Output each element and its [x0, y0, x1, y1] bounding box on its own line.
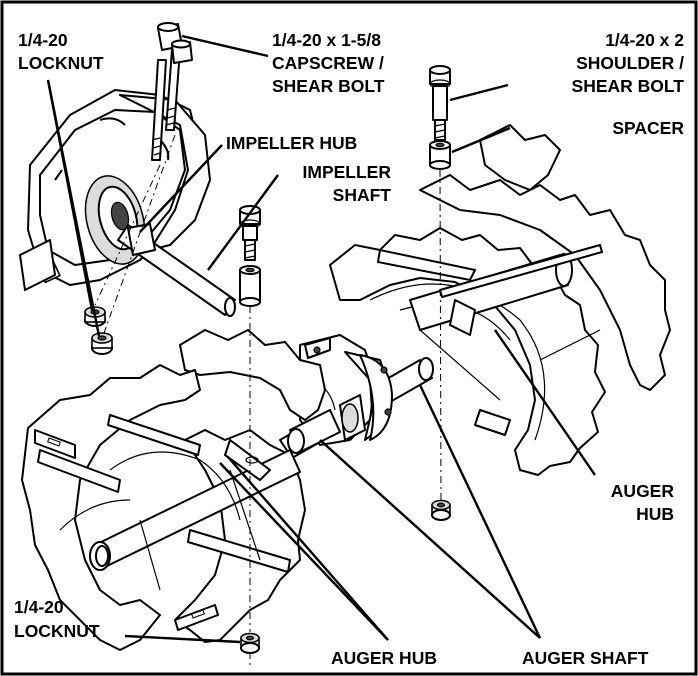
spacer-middle: [239, 265, 261, 307]
label-capscrew-line2: CAPSCREW /: [272, 53, 384, 73]
label-locknut-top-line2: LOCKNUT: [18, 53, 104, 73]
label-shoulder-line1: 1/4-20 x 2: [605, 30, 684, 50]
locknut-right: [431, 499, 451, 521]
label-shoulder-line3: SHEAR BOLT: [572, 76, 685, 96]
label-auger-hub-bottom: AUGER HUB: [331, 648, 437, 668]
left-auger: [21, 329, 326, 651]
label-locknut-bottom-line1: 1/4-20: [14, 597, 64, 617]
gearbox-and-shaft: [279, 334, 434, 459]
locknut-bottom: [240, 632, 260, 654]
label-impeller-shaft-line2: SHAFT: [333, 185, 392, 205]
label-auger-hub-right-line2: HUB: [636, 504, 674, 524]
label-capscrew-line1: 1/4-20 x 1-5/8: [272, 30, 381, 50]
label-auger-shaft: AUGER SHAFT: [522, 648, 649, 668]
label-impeller-hub: IMPELLER HUB: [226, 133, 357, 153]
shoulder-bolt-top: [429, 65, 451, 141]
spacer-top: [429, 140, 451, 170]
alignment-lines: [94, 134, 442, 668]
capscrew-shear-bolts: [151, 22, 193, 161]
label-impeller-shaft-line1: IMPELLER: [303, 162, 392, 182]
label-auger-hub-right-line1: AUGER: [611, 481, 675, 501]
label-shoulder-line2: SHOULDER /: [576, 53, 684, 73]
impeller-housing: [19, 89, 236, 317]
label-capscrew-line3: SHEAR BOLT: [272, 76, 385, 96]
labels: 1/4-20 LOCKNUT 1/4-20 x 1-5/8 CAPSCREW /…: [14, 30, 684, 668]
leader-lines: [46, 34, 596, 644]
label-locknut-bottom-line2: LOCKNUT: [14, 621, 100, 641]
label-spacer: SPACER: [612, 118, 684, 138]
label-locknut-top-line1: 1/4-20: [18, 30, 68, 50]
right-auger: [329, 124, 671, 476]
